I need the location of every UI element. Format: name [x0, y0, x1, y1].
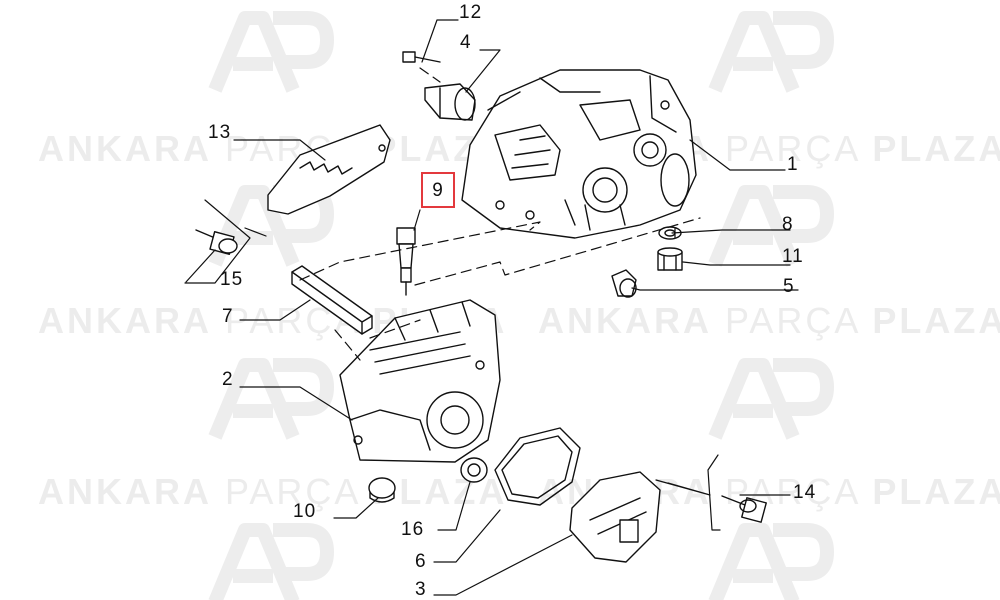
callout-14: 14 — [793, 482, 817, 503]
callout-13: 13 — [208, 122, 232, 143]
watermark-logo — [208, 523, 334, 600]
callout-3: 3 — [415, 579, 427, 600]
leader-lines — [184, 19, 799, 596]
callout-9: 9 — [432, 179, 444, 201]
callout-10: 10 — [293, 501, 317, 522]
watermark-logo — [708, 523, 834, 600]
assembly-dashed-lines — [299, 67, 701, 361]
part-3-rear-cover — [569, 471, 661, 563]
part-2-transmission-case — [339, 299, 501, 463]
watermark-logo — [208, 11, 334, 93]
part-15-bolt — [195, 229, 238, 255]
part-12-bolt — [402, 51, 441, 63]
callout-5: 5 — [783, 276, 795, 297]
callout-8: 8 — [782, 214, 794, 235]
callout-11: 11 — [782, 246, 804, 267]
part-16-seal — [460, 457, 488, 483]
part-1-clutch-housing — [461, 69, 697, 239]
watermark-logo — [708, 358, 834, 440]
part-7-shaft — [291, 265, 373, 335]
callout-7: 7 — [222, 306, 234, 327]
part-14-bolt — [721, 495, 767, 523]
callout-6: 6 — [415, 551, 427, 572]
callout-15: 15 — [220, 269, 244, 290]
callout-1: 1 — [787, 154, 799, 175]
callout-12: 12 — [459, 2, 483, 23]
callout-9-highlight: 9 — [421, 172, 455, 208]
part-13-cover-plate — [267, 124, 391, 215]
callout-16: 16 — [401, 519, 425, 540]
part-4-guide-sleeve — [424, 83, 476, 121]
watermark-logo — [708, 185, 834, 267]
part-11-drain-plug — [657, 247, 683, 271]
watermark-logo — [208, 358, 334, 440]
watermark-text: ANKARA PARÇA PLAZA — [538, 300, 1000, 341]
part-5-plug — [611, 269, 637, 298]
callout-4: 4 — [460, 32, 472, 53]
part-9-sensor — [396, 227, 416, 296]
callout-2: 2 — [222, 369, 234, 390]
watermark-logo — [708, 11, 834, 93]
part-6-gasket — [494, 427, 581, 506]
part-10-plug — [368, 477, 396, 503]
